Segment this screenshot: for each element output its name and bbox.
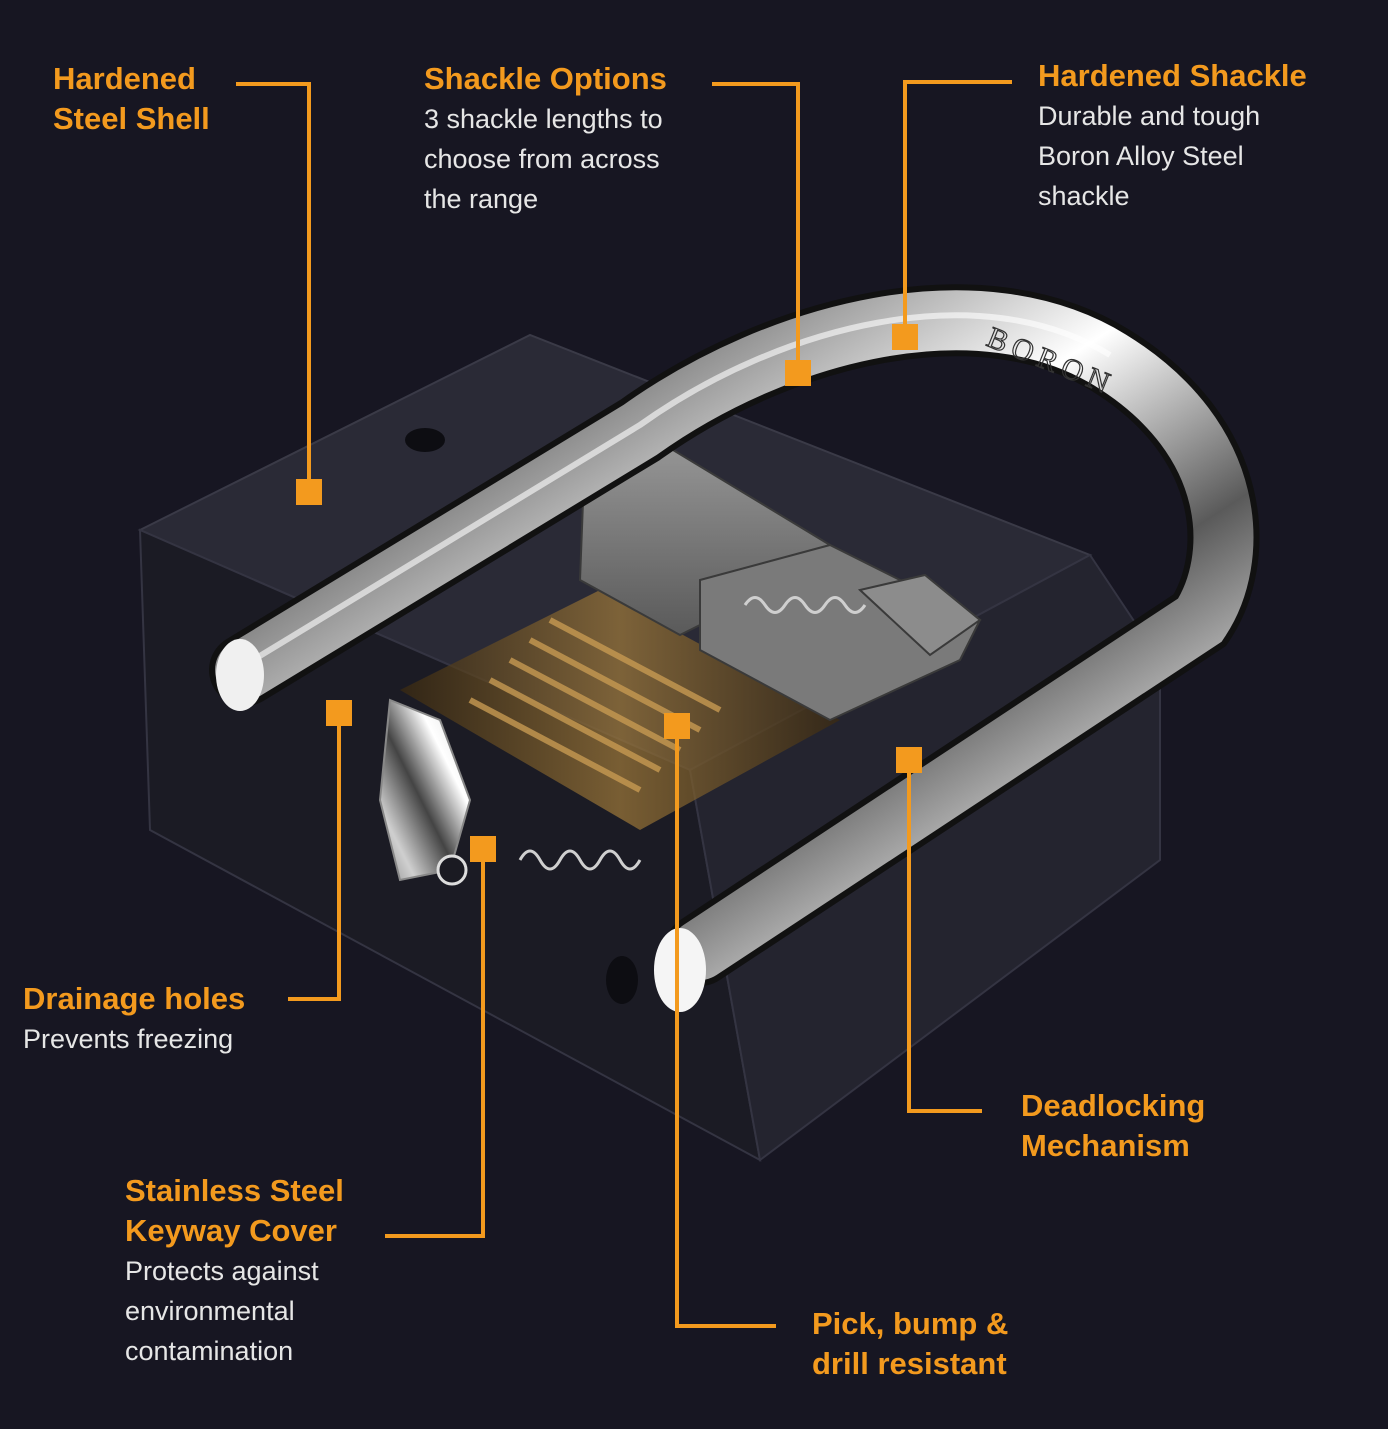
callout-title: Deadlocking <box>1021 1088 1206 1123</box>
marker-shackle-options <box>785 360 811 386</box>
callout-title: Hardened <box>53 61 196 96</box>
callout-title: drill resistant <box>812 1346 1007 1381</box>
drainage-hole-icon <box>405 428 445 452</box>
marker-keyway-cover <box>470 836 496 862</box>
marker-hardened-shackle <box>892 324 918 350</box>
spring-icon <box>743 596 867 614</box>
leader-deadlocking-mechanism <box>907 760 982 1113</box>
callout-description: 3 shackle lengths to <box>424 104 663 134</box>
callout-title: Mechanism <box>1021 1128 1190 1163</box>
callout-keyway-cover: Stainless Steel Keyway Cover Protects ag… <box>125 1171 344 1371</box>
callout-description: shackle <box>1038 181 1130 211</box>
callout-description: Protects against <box>125 1256 319 1286</box>
leader-drainage-holes <box>288 713 341 1001</box>
callout-drainage-holes: Drainage holes Prevents freezing <box>23 979 245 1059</box>
callout-description: contamination <box>125 1336 294 1366</box>
callout-title: Hardened Shackle <box>1038 58 1307 93</box>
callout-description: choose from across <box>424 144 660 174</box>
drainage-hole-icon <box>606 956 638 1004</box>
markers <box>296 324 922 862</box>
callout-title: Steel Shell <box>53 101 210 136</box>
keyhole-icon <box>436 854 468 886</box>
callout-title: Shackle Options <box>424 61 667 96</box>
spring-icon <box>518 849 642 871</box>
callout-title: Stainless Steel <box>125 1173 344 1208</box>
callout-pick-bump-drill: Pick, bump & drill resistant <box>812 1304 1008 1384</box>
leader-hardened-shackle <box>903 80 1012 337</box>
callout-deadlocking-mechanism: Deadlocking Mechanism <box>1021 1086 1205 1166</box>
callout-description: the range <box>424 184 539 214</box>
leader-shackle-options <box>712 82 800 373</box>
leader-pick-bump-drill <box>675 726 776 1328</box>
callout-description: Durable and tough <box>1038 101 1261 131</box>
marker-pick-bump-drill <box>664 713 690 739</box>
leader-keyway-cover <box>385 849 485 1238</box>
callout-title: Drainage holes <box>23 981 246 1016</box>
callout-shackle-options: Shackle Options 3 shackle lengths to cho… <box>424 59 667 219</box>
callout-hardened-steel-shell: Hardened Steel Shell <box>53 59 210 139</box>
callout-title: Pick, bump & <box>812 1306 1009 1341</box>
callout-title: Keyway Cover <box>125 1213 337 1248</box>
callout-description: Boron Alloy Steel <box>1038 141 1244 171</box>
lock-mechanism <box>378 428 982 886</box>
marker-hardened-steel-shell <box>296 479 322 505</box>
marker-drainage-holes <box>326 700 352 726</box>
marker-deadlocking-mechanism <box>896 747 922 773</box>
callout-description: Prevents freezing <box>23 1024 234 1054</box>
leader-hardened-steel-shell <box>236 82 311 492</box>
callout-hardened-shackle: Hardened Shackle Durable and tough Boron… <box>1038 56 1307 216</box>
callout-description: environmental <box>125 1296 295 1326</box>
leader-lines <box>236 80 1012 1328</box>
